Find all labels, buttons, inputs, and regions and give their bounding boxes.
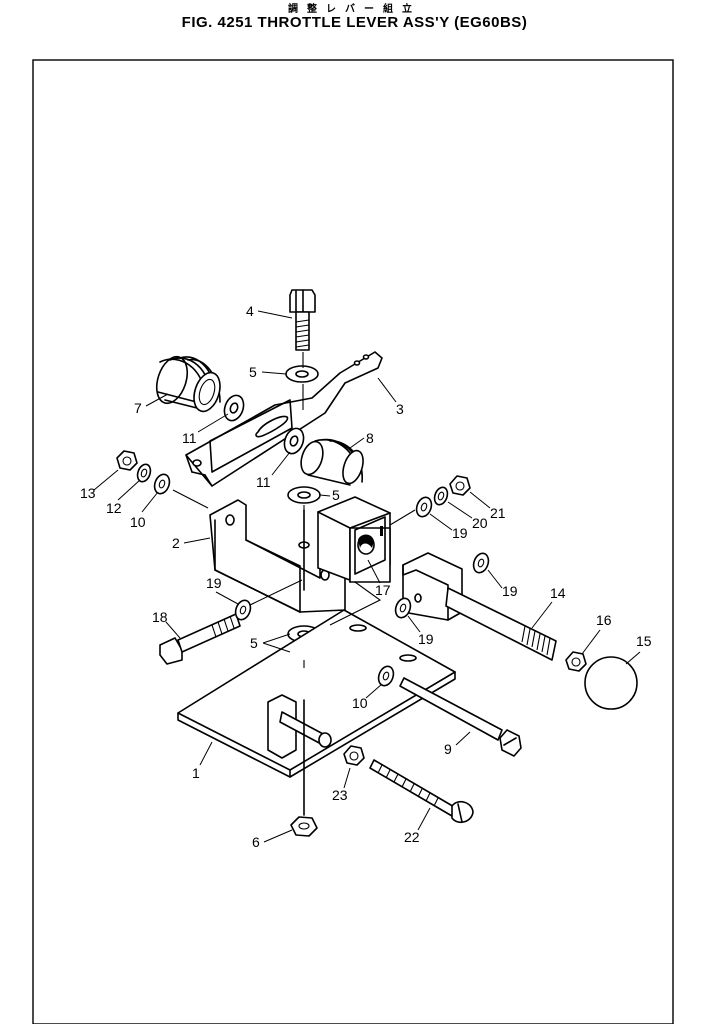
svg-text:4: 4 [246, 303, 254, 319]
svg-text:19: 19 [452, 525, 468, 541]
part-bolt-9 [399, 677, 522, 757]
callout-19-c: 19 [206, 575, 239, 605]
part-lockwasher-12 [136, 463, 152, 483]
callout-4: 4 [246, 303, 293, 319]
assembly-lines [172, 352, 416, 668]
part-nut-23 [343, 745, 365, 766]
svg-text:10: 10 [130, 514, 146, 530]
callout-8: 8 [349, 430, 374, 449]
callout-9: 9 [444, 731, 471, 757]
svg-text:7: 7 [134, 400, 142, 416]
callout-7: 7 [134, 393, 169, 416]
callout-3: 3 [377, 377, 404, 417]
part-knob-15 [584, 656, 638, 710]
part-block-17 [317, 496, 391, 583]
svg-text:19: 19 [502, 583, 518, 599]
svg-text:16: 16 [596, 612, 612, 628]
part-washer-10-right [377, 665, 395, 687]
svg-text:10: 10 [352, 695, 368, 711]
callout-5-lower: 5 [250, 633, 291, 653]
svg-text:6: 6 [252, 834, 260, 850]
svg-text:23: 23 [332, 787, 348, 803]
callout-19-b: 19 [407, 615, 434, 647]
callout-14: 14 [531, 585, 566, 629]
part-base-plate-1 [177, 609, 456, 778]
svg-text:19: 19 [418, 631, 434, 647]
svg-text:1: 1 [192, 765, 200, 781]
callout-17: 17 [367, 559, 391, 598]
callout-21: 21 [469, 491, 506, 521]
part-screw-22 [369, 759, 474, 824]
part-washer-11 [223, 394, 305, 455]
callout-6: 6 [252, 829, 293, 850]
svg-text:5: 5 [249, 364, 257, 380]
callout-15: 15 [625, 633, 652, 665]
part-washer-19-a [472, 552, 490, 574]
svg-text:5: 5 [332, 487, 340, 503]
part-washer-5-top [285, 365, 319, 383]
part-bracket-2 [209, 499, 346, 613]
callout-20: 20 [447, 501, 488, 531]
callout-18: 18 [152, 609, 181, 639]
svg-text:15: 15 [636, 633, 652, 649]
svg-text:2: 2 [172, 535, 180, 551]
svg-text:19: 19 [206, 575, 222, 591]
callout-11-left: 11 [182, 413, 229, 446]
callouts: 1 2 3 4 5 5 5 6 7 8 9 10 10 11 11 12 13 … [80, 303, 652, 850]
svg-text:21: 21 [490, 505, 506, 521]
part-washer-5-middle [287, 486, 321, 504]
callout-2: 2 [172, 535, 211, 551]
part-lever-3 [185, 351, 383, 487]
part-washer-19-right [415, 496, 433, 518]
part-washer-19-b [394, 597, 412, 619]
part-nut-6 [290, 699, 318, 837]
svg-text:17: 17 [375, 582, 391, 598]
part-washer-19-c [234, 599, 252, 621]
svg-text:11: 11 [182, 430, 197, 446]
callout-10-left: 10 [130, 491, 159, 530]
title-japanese: 調整レバー組立 [288, 4, 421, 15]
part-lockwasher-20 [433, 486, 449, 506]
part-washer-10-left [153, 473, 171, 495]
svg-text:3: 3 [396, 401, 404, 417]
svg-text:22: 22 [404, 829, 420, 845]
callout-11-right: 11 [256, 451, 291, 490]
svg-text:13: 13 [80, 485, 96, 501]
svg-text:20: 20 [472, 515, 488, 531]
svg-text:14: 14 [550, 585, 566, 601]
callout-1: 1 [192, 741, 213, 781]
callout-16: 16 [581, 612, 612, 655]
svg-text:18: 18 [152, 609, 168, 625]
svg-text:9: 9 [444, 741, 452, 757]
figure-title: FIG. 4251 THROTTLE LEVER ASS'Y (EG60BS) [181, 14, 528, 31]
svg-text:8: 8 [366, 430, 374, 446]
part-bolt-4 [289, 289, 316, 351]
part-nut-16 [565, 651, 587, 672]
callout-22: 22 [404, 807, 431, 845]
svg-text:12: 12 [106, 500, 122, 516]
callout-10-right: 10 [352, 683, 383, 711]
callout-23: 23 [332, 767, 351, 803]
callout-13: 13 [80, 469, 119, 501]
part-spring-8 [300, 438, 364, 486]
diagram-frame [32, 59, 674, 1024]
callout-19-a: 19 [487, 569, 518, 599]
part-bolt-18 [159, 613, 241, 665]
part-nut-13 [116, 450, 138, 471]
callout-5-middle: 5 [319, 487, 340, 503]
part-nut-21 [449, 475, 471, 496]
callout-5-top: 5 [249, 364, 287, 380]
callout-19-right: 19 [429, 513, 468, 541]
part-spring-7 [155, 355, 221, 413]
part-bracket-rod-14 [402, 552, 557, 661]
svg-text:11: 11 [256, 474, 271, 490]
callout-12: 12 [106, 479, 141, 516]
svg-text:5: 5 [250, 635, 258, 651]
